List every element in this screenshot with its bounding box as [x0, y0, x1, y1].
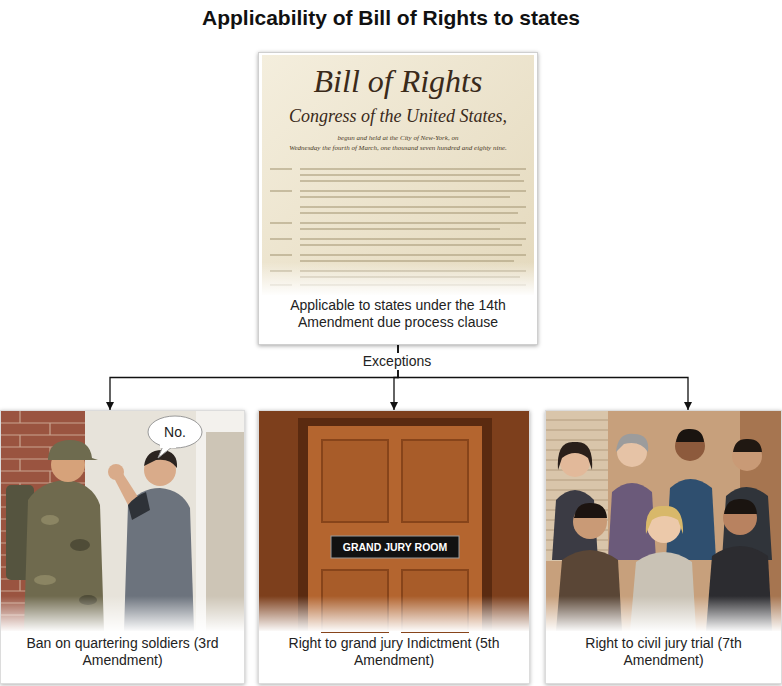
parchment-image [300, 228, 500, 230]
parchment-image [270, 168, 292, 170]
parchment-image [300, 254, 526, 256]
diagram-title: Applicability of Bill of Rights to state… [0, 6, 782, 30]
parchment-image [300, 238, 526, 240]
document-heading: Bill of Rights [314, 62, 483, 100]
grand-jury-door-photo [402, 440, 468, 522]
quartering-photo [41, 515, 59, 525]
grand-jury-door-photo [259, 411, 529, 631]
grand-jury-door-photo [259, 596, 529, 632]
jury-photo [724, 499, 757, 514]
quartering-photo [48, 440, 98, 460]
parchment-image [300, 196, 510, 198]
exception-panel: Right to civil jury trial (7th Amendment… [545, 410, 782, 684]
parchment-image [300, 222, 526, 224]
parchment-image [300, 206, 526, 208]
node-caption: Right to grand jury Indictment (5th Amen… [287, 635, 501, 669]
grand-jury-door-photo [259, 411, 529, 632]
parchment-image [262, 55, 534, 296]
speech-bubble [148, 416, 202, 448]
speech-bubble [148, 416, 202, 458]
document-subheading: Congress of the United States, [289, 106, 507, 128]
door-sign-text: GRAND JURY ROOM [343, 541, 447, 554]
parchment-image [300, 180, 524, 182]
jury-photo [546, 411, 781, 632]
parchment-image [300, 190, 526, 192]
quartering-photo [70, 539, 90, 551]
jury-photo [646, 506, 683, 534]
speech-text: No. [164, 424, 186, 441]
jury-photo [558, 442, 592, 470]
document-line: begun and held at the City of New-York, … [338, 134, 459, 142]
parchment-image [270, 238, 292, 240]
jury-photo [733, 439, 762, 452]
jury-photo [616, 434, 648, 452]
parchment-image [300, 174, 520, 176]
node-caption: Applicable to states under the 14th Amen… [272, 297, 524, 331]
document-line: Wednesday the fourth of March, one thous… [289, 144, 507, 152]
jury-photo [546, 411, 781, 631]
connector-arrow [110, 345, 398, 410]
connector-arrow [398, 345, 688, 410]
exception-panel: Ban on quartering soldiers (3rd Amendmen… [0, 410, 245, 684]
parchment-image [300, 260, 514, 262]
parchment-image [262, 55, 534, 295]
parchment-image [270, 190, 292, 192]
branch-label: Exceptions [359, 353, 435, 370]
jury-photo [546, 411, 608, 561]
parchment-image [300, 212, 518, 214]
grand-jury-door-photo [331, 536, 459, 558]
node-caption: Ban on quartering soldiers (3rd Amendmen… [23, 635, 223, 669]
parchment-image [300, 244, 522, 246]
speech-bubble [160, 444, 176, 448]
quartering-photo [1, 596, 244, 632]
quartering-photo [1, 411, 244, 631]
grand-jury-door-photo [322, 440, 388, 522]
quartering-photo [34, 575, 56, 585]
node-caption: Right to civil jury trial (7th Amendment… [574, 635, 754, 669]
parchment-image [270, 254, 292, 256]
parchment-image [300, 168, 526, 170]
quartering-photo [1, 411, 244, 632]
jury-photo [574, 503, 607, 518]
jury-photo [676, 429, 704, 442]
parchment-image [270, 222, 292, 224]
parchment-image [262, 262, 534, 296]
quartering-photo [108, 464, 124, 480]
quartering-photo [128, 492, 150, 520]
jury-photo [546, 596, 781, 632]
